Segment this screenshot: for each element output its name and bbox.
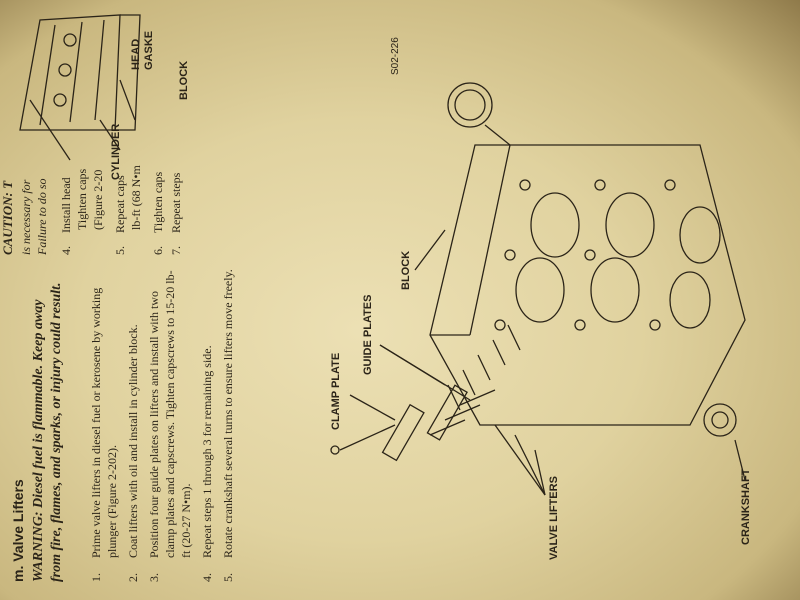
guide-plates-label: GUIDE PLATES — [362, 294, 374, 375]
clamp-plate-label: CLAMP PLATE — [330, 352, 342, 430]
block-label: BLOCK — [400, 250, 412, 290]
figure-id: S02-226 — [390, 37, 401, 75]
crankshaft-label: CRANKSHAFT — [740, 468, 752, 545]
valve-lifters-label: VALVE LIFTERS — [548, 476, 560, 560]
